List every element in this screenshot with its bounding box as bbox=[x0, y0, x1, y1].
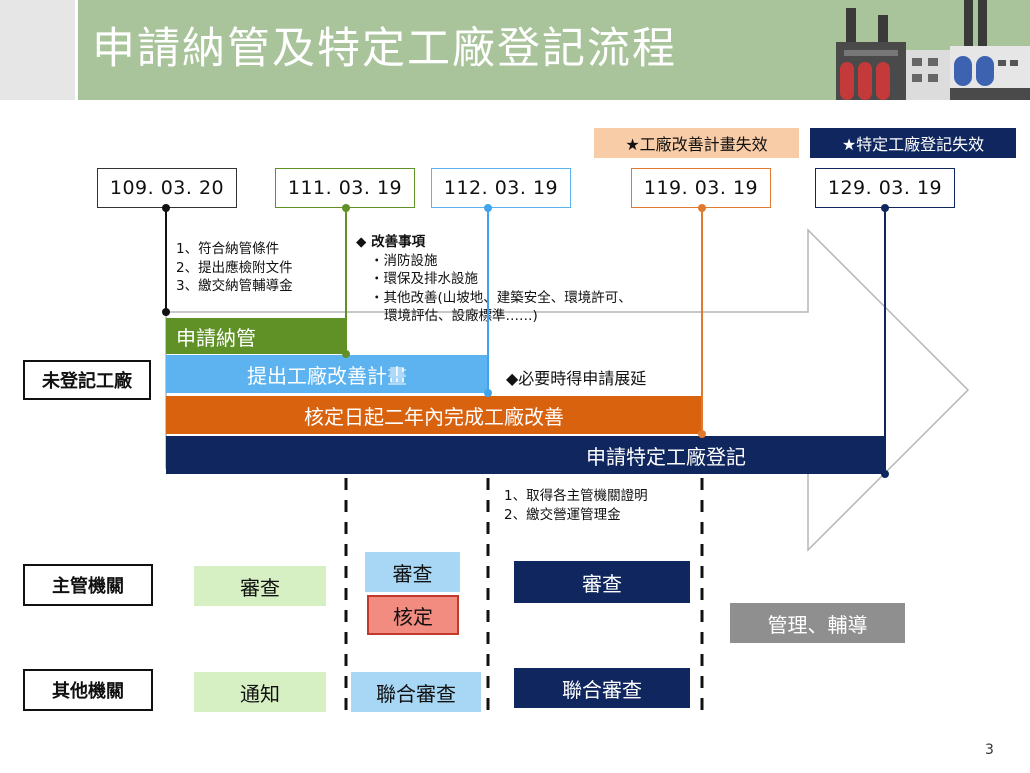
authority-approve-box: 核定 bbox=[367, 595, 459, 635]
bar-apply-management: 申請納管 bbox=[166, 318, 346, 354]
notify-box: 通知 bbox=[194, 672, 326, 712]
bar-complete-improvement: 核定日起二年內完成工廠改善 bbox=[166, 396, 702, 434]
bar-submit-plan: 提出工廠改善計畫 bbox=[166, 355, 488, 393]
manage-guide-box: 管理、輔導 bbox=[730, 603, 905, 643]
timeline-line-111 bbox=[342, 204, 350, 358]
timeline-line-109 bbox=[162, 204, 170, 316]
conditions-note: 1、符合納管條件 2、提出應檢附文件 3、繳交納管輔導金 bbox=[176, 241, 293, 294]
timeline-line-112 bbox=[484, 204, 492, 397]
improvement-items-note: ◆ 改善事項 ・消防設施 ・環保及排水設施 ・其他改善(山坡地、建築安全、環境許… bbox=[356, 234, 632, 324]
page-number: 3 bbox=[985, 742, 994, 758]
authority-review-box-2: 審查 bbox=[365, 552, 460, 592]
page-title: 申請納管及特定工廠登記流程 bbox=[92, 24, 677, 74]
authority-review-box-1: 審查 bbox=[194, 566, 326, 606]
joint-review-box-1: 聯合審查 bbox=[351, 672, 481, 712]
extension-note: ◆必要時得申請展延 bbox=[506, 369, 647, 388]
header-side-block bbox=[0, 0, 75, 100]
date-box-112: 112. 03. 19 bbox=[431, 168, 571, 208]
row-label-unregistered: 未登記工廠 bbox=[23, 360, 151, 400]
registration-invalid-flag: ★特定工廠登記失效 bbox=[810, 128, 1016, 158]
bar-apply-registration: 申請特定工廠登記 bbox=[166, 436, 886, 474]
improvement-plan-invalid-flag: ★工廠改善計畫失效 bbox=[594, 128, 799, 158]
registration-requirements-note: 1、取得各主管機關證明 2、繳交營運管理金 bbox=[504, 488, 648, 523]
authority-review-box-3: 審查 bbox=[514, 561, 690, 603]
timeline-line-129 bbox=[881, 204, 889, 478]
row-label-other-agency: 其他機關 bbox=[23, 669, 153, 711]
factory-icon bbox=[836, 0, 1030, 100]
timeline-line-119 bbox=[698, 204, 706, 438]
row-label-authority: 主管機關 bbox=[23, 564, 153, 606]
joint-review-box-2: 聯合審查 bbox=[514, 668, 690, 708]
date-box-109: 109. 03. 20 bbox=[97, 168, 237, 208]
